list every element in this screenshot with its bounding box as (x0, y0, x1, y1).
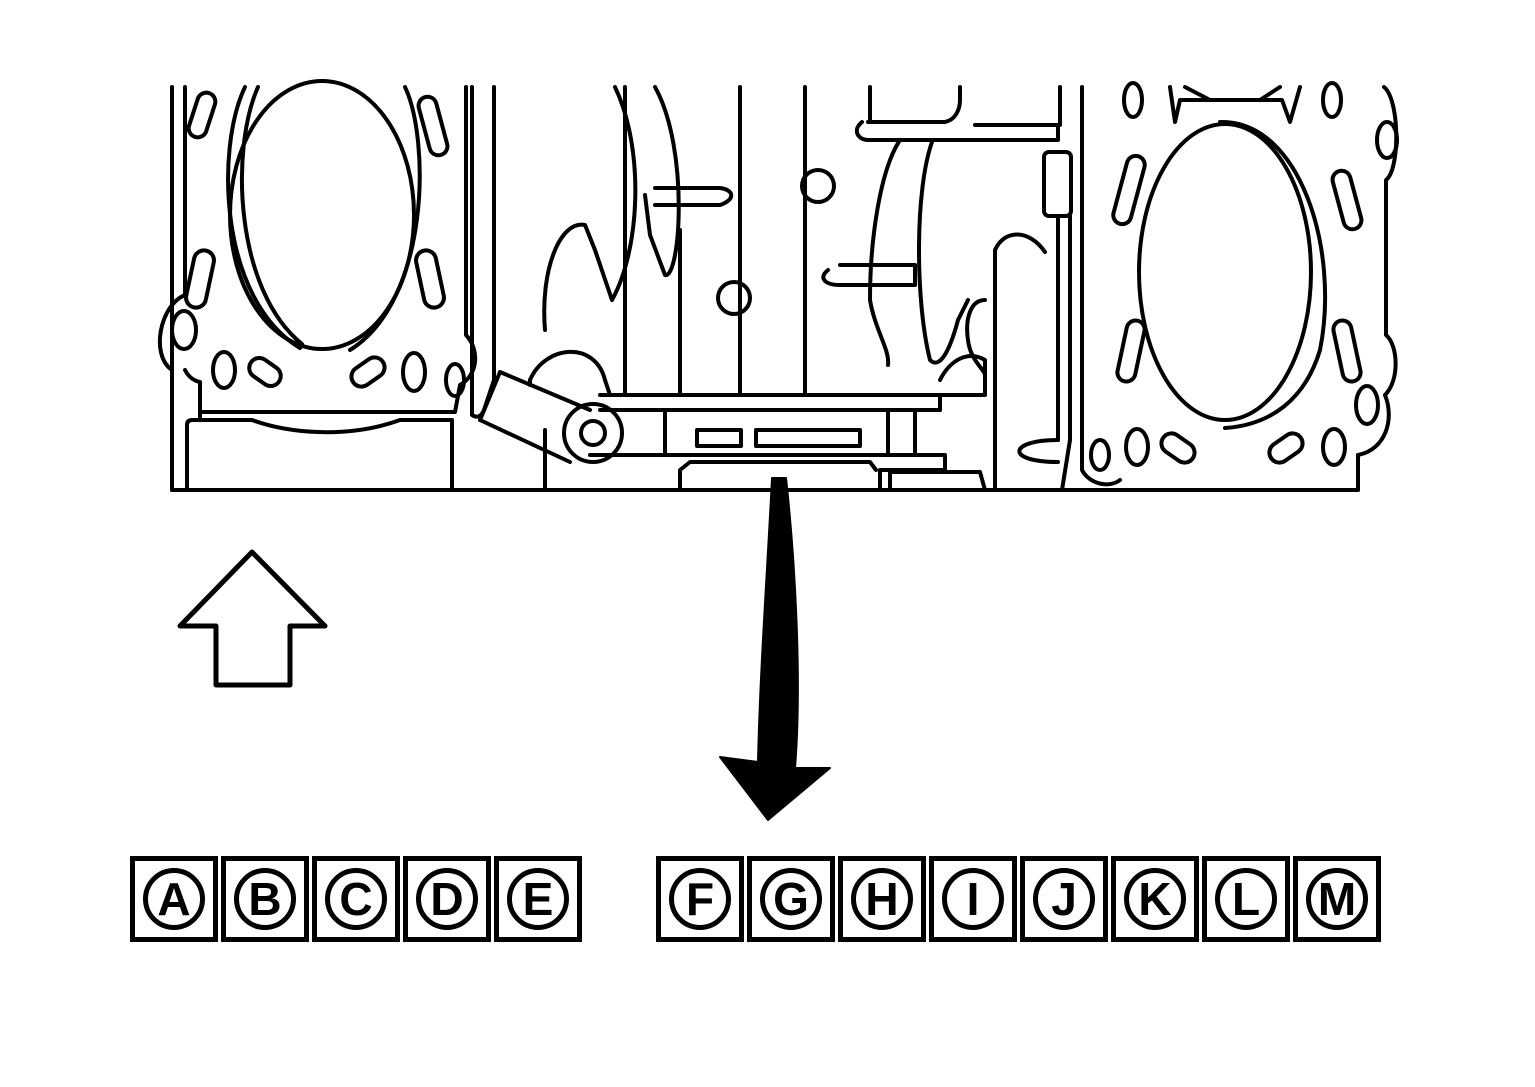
code-letter: B (234, 868, 296, 930)
left-water-passages (170, 90, 466, 398)
right-cylinder-bore (1080, 85, 1328, 487)
code-letter: E (507, 868, 569, 930)
code-letter: F (669, 868, 731, 930)
code-box-h: H (838, 856, 926, 942)
code-box-c: C (312, 856, 400, 942)
code-box-f: F (656, 856, 744, 942)
code-letter: M (1306, 868, 1368, 930)
right-water-passages (1089, 81, 1399, 472)
code-letter: I (942, 868, 1004, 930)
idler-pulley (478, 370, 624, 464)
stamped-code-location (695, 428, 862, 448)
code-letter: G (760, 868, 822, 930)
pointer-arrow-icon (719, 477, 831, 821)
code-box-l: L (1202, 856, 1290, 942)
code-letter: J (1033, 868, 1095, 930)
code-letter: L (1215, 868, 1277, 930)
left-cylinder-bore (226, 79, 422, 352)
block-code-group-2: F G H I J K L M (656, 856, 1384, 946)
code-box-a: A (130, 856, 218, 942)
code-letter: C (325, 868, 387, 930)
code-box-i: I (929, 856, 1017, 942)
code-box-b: B (221, 856, 309, 942)
left-gasket-bottom (185, 410, 454, 492)
block-code-group-1: A B C D E (130, 856, 585, 946)
code-box-e: E (494, 856, 582, 942)
code-letter: K (1124, 868, 1186, 930)
code-letter: D (416, 868, 478, 930)
code-letter: H (851, 868, 913, 930)
code-box-g: G (747, 856, 835, 942)
up-arrow-icon (177, 549, 328, 688)
code-box-m: M (1293, 856, 1381, 942)
code-box-j: J (1020, 856, 1108, 942)
code-box-k: K (1111, 856, 1199, 942)
code-letter: A (143, 868, 205, 930)
code-box-d: D (403, 856, 491, 942)
